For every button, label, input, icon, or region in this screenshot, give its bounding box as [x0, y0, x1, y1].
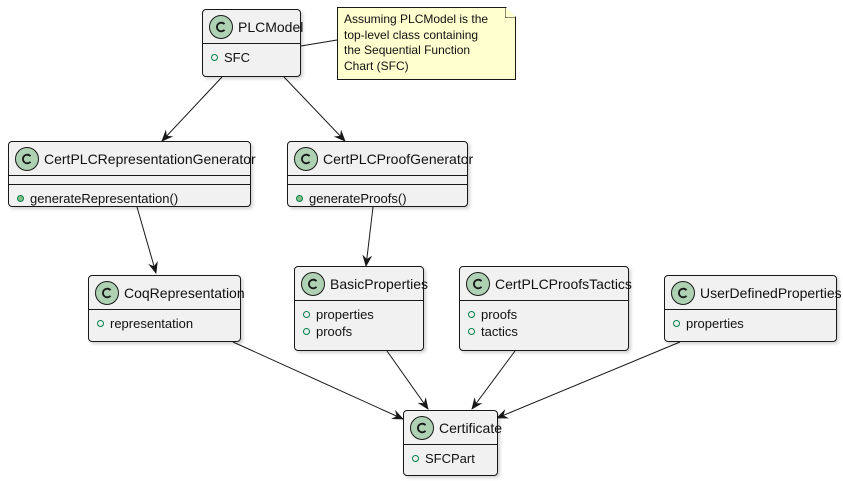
class-certificate[interactable]: Certificate SFCPart — [403, 410, 502, 476]
attribute-list: proofs tactics — [460, 301, 628, 346]
method: generateRepresentation() — [17, 190, 244, 207]
class-header: CertPLCRepresentationGenerator — [9, 142, 256, 175]
class-c-icon — [301, 271, 325, 296]
attribute-list: SFC — [203, 44, 300, 72]
class-header: Certificate — [404, 411, 502, 444]
attribute: SFC — [211, 49, 294, 66]
class-certplcrepresentationgenerator[interactable]: CertPLCRepresentationGenerator generateR… — [8, 141, 256, 207]
public-method-icon — [17, 195, 24, 202]
relation-proofgen-to-basicprops — [362, 206, 374, 267]
class-c-icon — [466, 271, 490, 296]
public-field-icon — [303, 311, 310, 318]
public-field-icon — [673, 320, 680, 327]
relation-userprops-to-certificate — [496, 341, 681, 419]
class-header: UserDefinedProperties — [665, 276, 842, 309]
attribute-list: SFCPart — [404, 445, 497, 473]
attribute: proofs — [468, 306, 622, 323]
attribute: SFCPart — [412, 450, 491, 467]
class-c-icon — [410, 415, 434, 440]
class-basicproperties[interactable]: BasicProperties properties proofs — [294, 266, 428, 351]
class-header: CertPLCProofGenerator — [288, 142, 473, 175]
attribute: tactics — [468, 323, 622, 340]
class-userdefinedproperties[interactable]: UserDefinedProperties properties — [664, 275, 842, 342]
class-name: Certificate — [439, 419, 503, 436]
public-method-icon — [296, 195, 303, 202]
class-name: CertPLCProofsTactics — [495, 275, 632, 292]
class-name: PLCModel — [238, 18, 304, 35]
relation-coqrep-to-certificate — [232, 341, 404, 420]
relation-plcmodel-to-reprgen — [161, 76, 223, 142]
class-coqrepresentation[interactable]: CoqRepresentation representation — [88, 275, 245, 342]
class-c-icon — [209, 14, 233, 39]
class-name: CertPLCProofGenerator — [323, 150, 474, 167]
attribute: representation — [97, 315, 234, 332]
class-certplcproofgenerator[interactable]: CertPLCProofGenerator generateProofs() — [287, 141, 473, 207]
class-c-icon — [671, 280, 695, 305]
relation-reprgen-to-coqrep — [136, 206, 158, 274]
class-c-icon — [294, 146, 318, 171]
class-c-icon — [95, 280, 119, 305]
class-header: PLCModel — [203, 10, 304, 43]
class-name: CoqRepresentation — [124, 284, 245, 301]
method: generateProofs() — [296, 190, 461, 207]
attribute: properties — [303, 306, 417, 323]
note-fold-icon — [505, 8, 515, 18]
attribute-list: representation — [89, 310, 240, 338]
relation-plcmodel-to-proofgen — [283, 76, 346, 142]
note: Assuming PLCModel is the top-level class… — [337, 7, 516, 80]
relation-basicprops-to-certificate — [386, 350, 429, 410]
public-field-icon — [468, 311, 475, 318]
class-header: BasicProperties — [295, 267, 428, 300]
class-header: CoqRepresentation — [89, 276, 245, 309]
public-field-icon — [412, 455, 419, 462]
attribute-list: properties — [665, 310, 836, 338]
note-connector — [300, 39, 338, 47]
method-list: generateRepresentation() — [9, 185, 250, 213]
class-name: CertPLCRepresentationGenerator — [44, 150, 256, 167]
public-field-icon — [468, 328, 475, 335]
attribute-list: properties proofs — [295, 301, 423, 346]
public-field-icon — [97, 320, 104, 327]
public-field-icon — [211, 54, 218, 61]
method-list: generateProofs() — [288, 185, 467, 213]
relation-tactics-to-certificate — [471, 350, 516, 410]
class-certplcproofstactics[interactable]: CertPLCProofsTactics proofs tactics — [459, 266, 632, 351]
note-text: Assuming PLCModel is the top-level class… — [344, 12, 489, 73]
attribute: proofs — [303, 323, 417, 340]
attribute: properties — [673, 315, 830, 332]
class-name: BasicProperties — [330, 275, 429, 292]
class-c-icon — [15, 146, 39, 171]
public-field-icon — [303, 328, 310, 335]
class-header: CertPLCProofsTactics — [460, 267, 632, 300]
class-name: UserDefinedProperties — [700, 284, 842, 301]
class-plcmodel[interactable]: PLCModel SFC — [202, 9, 304, 77]
